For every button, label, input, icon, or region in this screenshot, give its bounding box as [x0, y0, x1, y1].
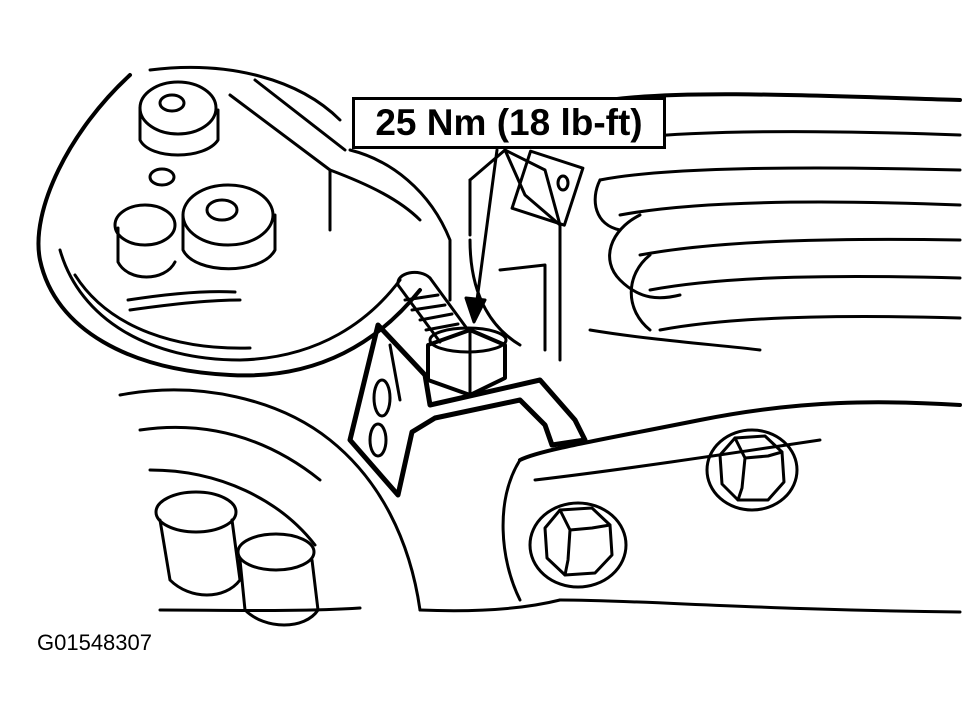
torque-label: 25 Nm (18 lb-ft): [375, 102, 643, 143]
hex-bolts: [528, 428, 799, 589]
stud-bolt: [396, 270, 470, 344]
engine-fins: [588, 92, 962, 352]
bracket: [347, 322, 588, 498]
support-arm: [418, 400, 962, 614]
nut: [426, 326, 508, 397]
torque-callout: 25 Nm (18 lb-ft): [352, 97, 666, 149]
lower-housing: [118, 388, 422, 627]
callout-leader: [464, 148, 499, 324]
sensor-body: [468, 148, 585, 362]
figure-id: G01548307: [37, 630, 152, 655]
pulley-assembly: [36, 66, 452, 378]
